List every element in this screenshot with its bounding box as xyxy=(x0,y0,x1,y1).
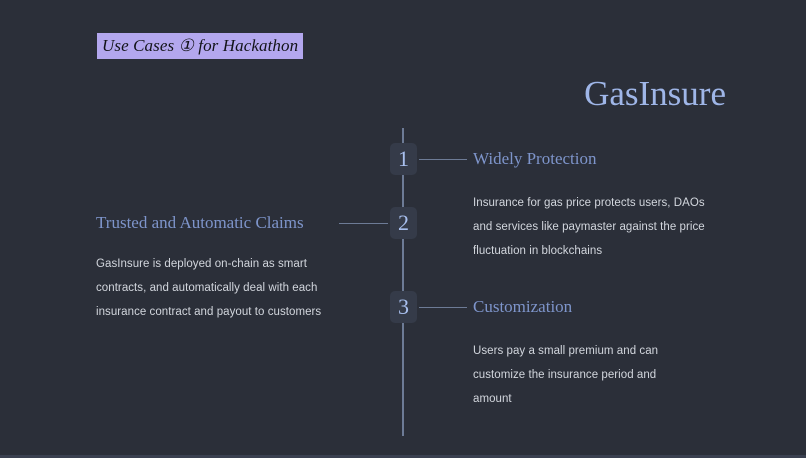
timeline-number-badge-2: 2 xyxy=(390,207,417,239)
timeline-item-1: Widely Protection Insurance for gas pric… xyxy=(473,148,713,263)
timeline-item-1-heading: Widely Protection xyxy=(473,149,597,168)
timeline-spine xyxy=(402,128,404,436)
timeline-item-3: Customization Users pay a small premium … xyxy=(473,296,713,411)
timeline-number-badge-3: 3 xyxy=(390,291,417,323)
bottom-divider xyxy=(0,455,806,458)
timeline-item-2-body: GasInsure is deployed on-chain as smart … xyxy=(96,258,322,318)
connector-line-2 xyxy=(339,223,388,224)
timeline-item-3-heading: Customization xyxy=(473,297,573,316)
timeline-item-2: Trusted and Automatic Claims GasInsure i… xyxy=(96,212,388,324)
timeline-item-1-body: Insurance for gas price protects users, … xyxy=(473,197,705,257)
page-title: GasInsure xyxy=(584,74,726,113)
slide-label-use-cases: Use Cases ① for Hackathon xyxy=(97,33,304,59)
timeline-number-badge-1: 1 xyxy=(390,143,417,175)
connector-line-3 xyxy=(419,307,467,308)
timeline-item-3-body: Users pay a small premium and can custom… xyxy=(473,345,659,405)
connector-line-1 xyxy=(419,159,467,160)
timeline-item-2-heading: Trusted and Automatic Claims xyxy=(96,213,304,232)
